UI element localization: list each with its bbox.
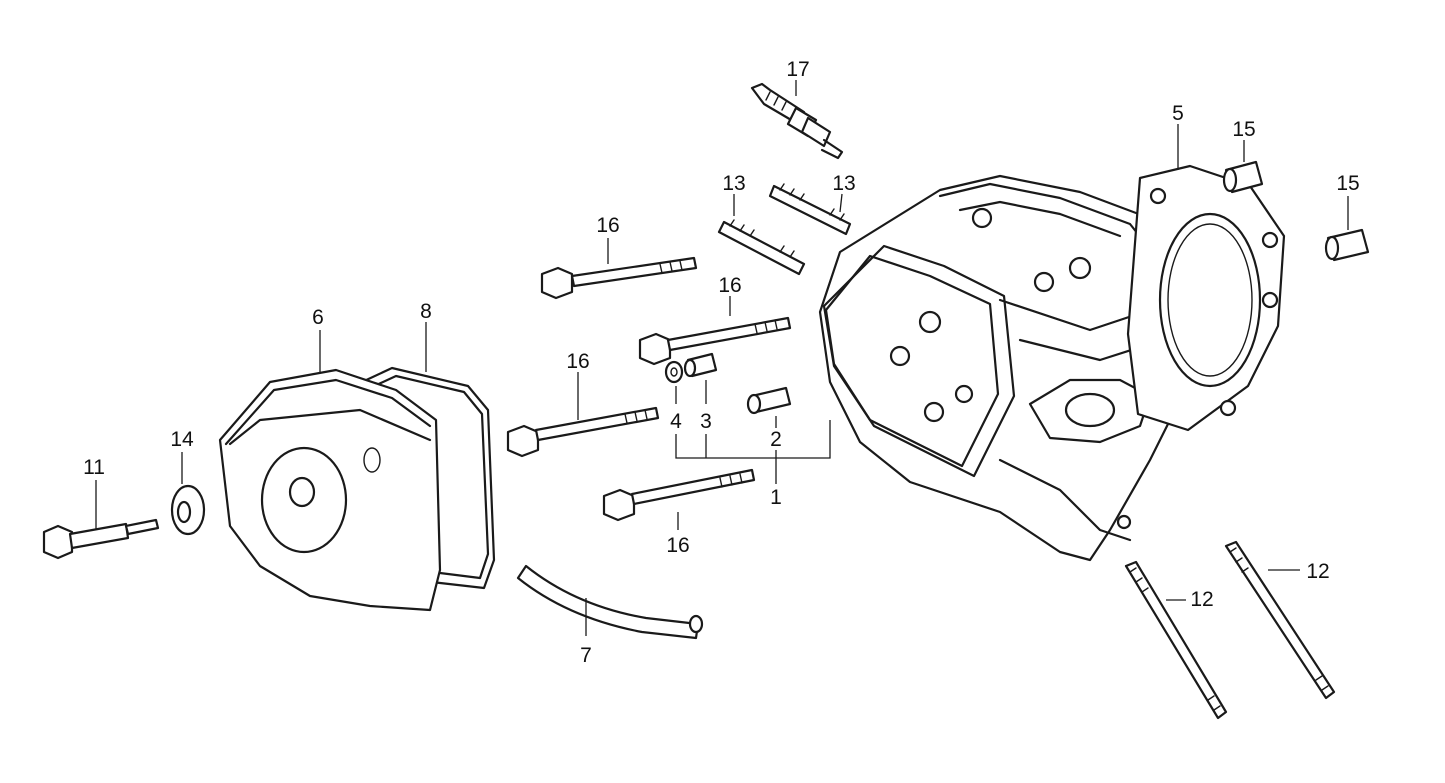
part-17-spark-plug	[750, 82, 844, 160]
callout-16-bottom: 16	[666, 534, 689, 557]
callout-labels: 17 13 13 16 16 16 4 3 2 1 16 5 15 15 6 8…	[83, 58, 1360, 667]
callout-12-left: 12	[1190, 588, 1213, 611]
callout-8: 8	[420, 300, 432, 323]
part-12-stud-left	[1124, 560, 1228, 720]
part-15-dowel-b	[1324, 228, 1370, 262]
callout-16-top: 16	[596, 214, 619, 237]
part-2-dowel	[746, 386, 792, 415]
part-4-o-ring	[664, 360, 684, 384]
callout-2: 2	[770, 428, 782, 451]
part-12-stud-right	[1224, 540, 1336, 700]
part-16-bolt-mid-upper	[638, 316, 792, 366]
part-13-stud-upper	[768, 183, 852, 236]
part-13-stud-lower	[717, 219, 806, 276]
callout-3: 3	[700, 410, 712, 433]
part-3-dowel	[683, 352, 718, 378]
callout-15-upper: 15	[1232, 118, 1255, 141]
part-15-dowel-a	[1222, 160, 1264, 194]
callout-6: 6	[312, 306, 324, 329]
callout-4: 4	[670, 410, 682, 433]
callout-16-mid-lower: 16	[566, 350, 589, 373]
part-16-bolt-bottom	[602, 468, 756, 522]
part-7-breather-tube	[516, 564, 704, 640]
callout-1: 1	[770, 486, 782, 509]
part-16-bolt-top	[540, 256, 698, 300]
part-16-bolt-mid-lower	[506, 406, 660, 458]
leader-lines	[95, 80, 1349, 636]
callout-14: 14	[170, 428, 194, 451]
part-14-washer	[170, 484, 206, 536]
part-5-head-gasket	[1126, 164, 1286, 432]
part-1-cylinder-head	[818, 174, 1202, 562]
callout-17: 17	[786, 58, 809, 81]
callout-12-right: 12	[1306, 560, 1329, 583]
callout-11: 11	[83, 456, 105, 479]
callout-5: 5	[1172, 102, 1184, 125]
part-6-head-cover	[218, 368, 442, 612]
part-11-cover-bolt	[42, 518, 160, 560]
callout-13-left: 13	[722, 172, 745, 195]
callout-13-right: 13	[832, 172, 855, 195]
callout-15-lower: 15	[1336, 172, 1359, 195]
callout-7: 7	[580, 644, 592, 667]
callout-16-mid-upper: 16	[718, 274, 741, 297]
